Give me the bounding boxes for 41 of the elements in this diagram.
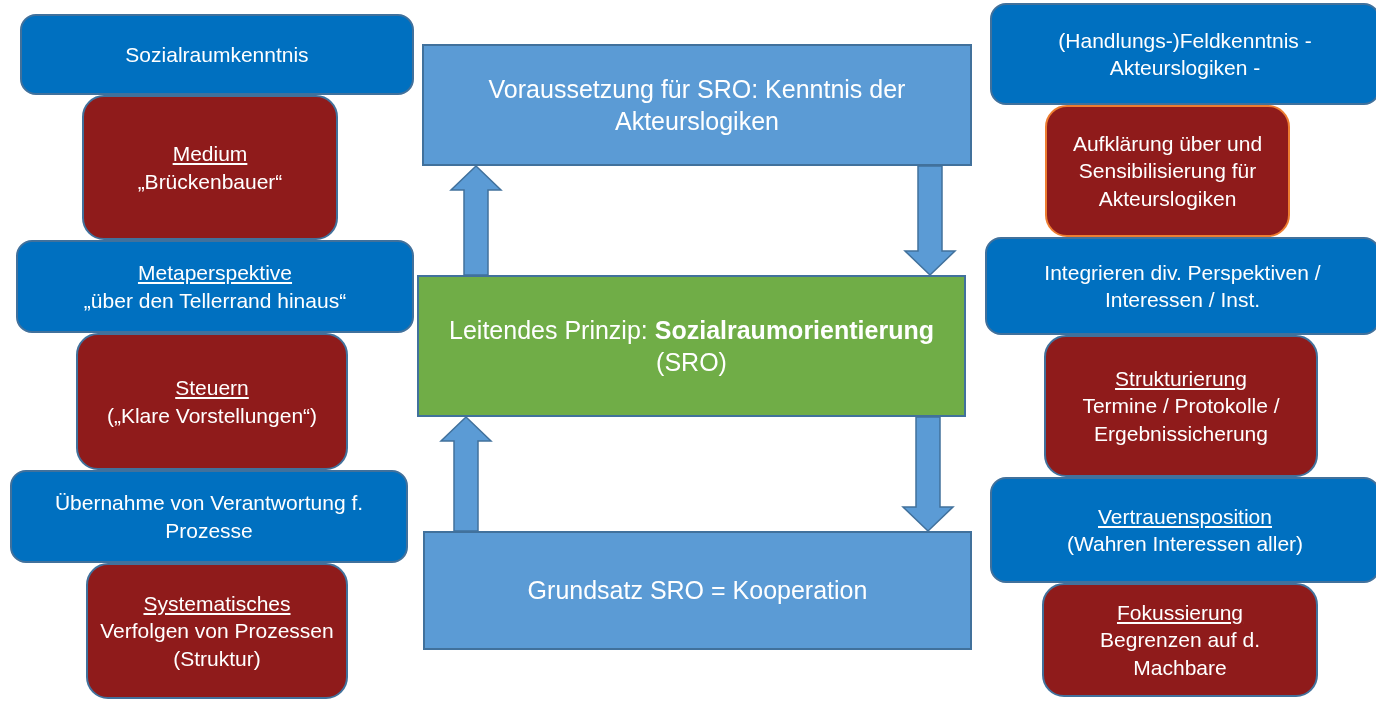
box-text: Termine / Protokolle / Ergebnissicherung <box>1081 393 1281 447</box>
topic-box <box>985 237 1376 335</box>
topic-box <box>10 470 408 563</box>
box-heading: Metaperspektive <box>137 260 293 287</box>
method-box <box>1045 105 1290 237</box>
block-arrow <box>901 416 955 533</box>
box-text: Integrieren div. Perspektiven / Interessen / Inst. <box>1043 259 1322 313</box>
box-heading: Systematisches <box>143 591 291 618</box>
block-arrow <box>449 164 503 276</box>
method-box <box>82 95 338 240</box>
box-heading: Steuern <box>175 375 249 402</box>
box-heading: Medium <box>172 141 248 168</box>
topic-box <box>20 14 414 95</box>
box-text: Leitendes Prinzip: Sozialraumorientierung (SRO) <box>448 314 935 378</box>
box-text: Sozialraumkenntnis <box>125 41 309 68</box>
method-box <box>86 563 348 699</box>
box-text: „Brückenbauer“ <box>137 168 283 195</box>
box-text: Begrenzen auf d. Machbare <box>1099 627 1261 681</box>
topic-box <box>16 240 414 333</box>
principle-box <box>417 275 966 417</box>
block-arrow <box>903 165 957 277</box>
box-heading: Fokussierung <box>1116 600 1244 627</box>
method-box <box>1042 583 1318 697</box>
method-box <box>1044 335 1318 477</box>
box-text: („Klare Vorstellungen“) <box>106 402 318 429</box>
principle-box <box>423 531 972 650</box>
box-text: Voraussetzung für SRO: Kenntnis der Akteurslogiken <box>487 73 907 137</box>
box-text: Grundsatz SRO = Kooperation <box>527 575 868 607</box>
box-heading: Vertrauensposition <box>1098 503 1272 530</box>
topic-box <box>990 3 1376 105</box>
principle-box <box>422 44 972 166</box>
box-heading: Strukturierung <box>1115 366 1247 393</box>
topic-box <box>990 477 1376 583</box>
box-text: Verfolgen von Prozessen (Struktur) <box>99 618 335 672</box>
box-text: (Wahren Interessen aller) <box>1066 531 1304 557</box>
box-text: Aufklärung über und Sensibilisierung für Akteurslogiken <box>1071 131 1264 212</box>
block-arrow <box>439 415 493 532</box>
method-box <box>76 333 348 470</box>
box-text: Übernahme von Verantwortung f. Prozesse <box>53 490 365 544</box>
box-text: „über den Tellerrand hinaus“ <box>83 287 347 314</box>
box-text: (Handlungs-)Feldkenntnis - Akteurslogiken - <box>1057 27 1313 81</box>
